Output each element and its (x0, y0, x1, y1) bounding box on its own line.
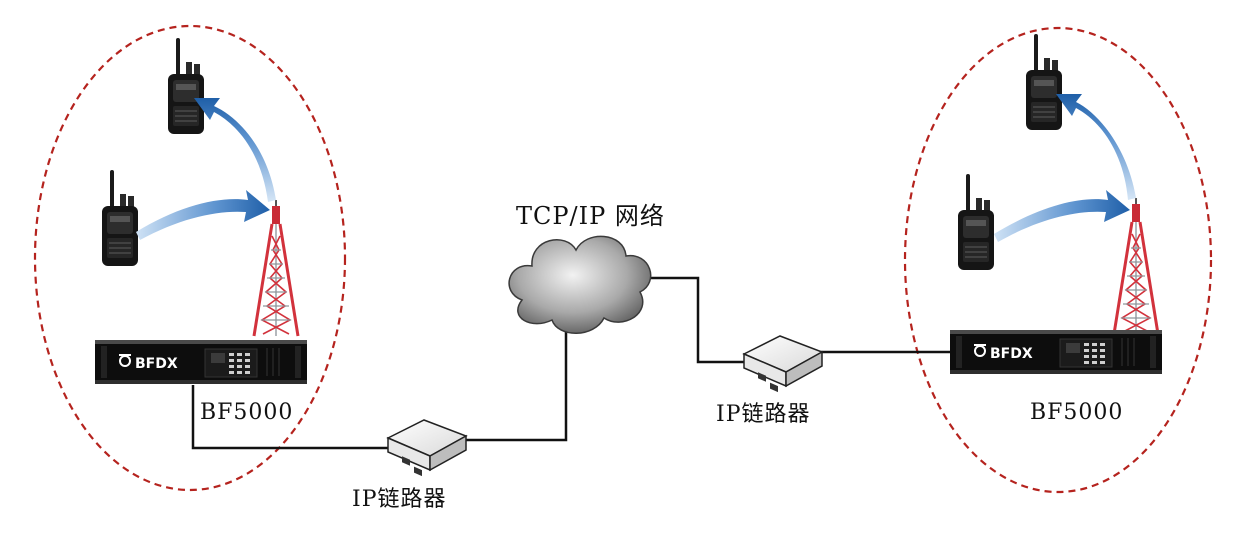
uplink-arrow-icon (136, 190, 270, 240)
cable-left-repeater-to-router (191, 385, 392, 450)
ip-link-router-icon (743, 335, 823, 393)
network-cables (191, 276, 952, 450)
handheld-radio-icon (1024, 34, 1064, 132)
tcp-ip-network: TCP/IP 网络 (508, 202, 665, 334)
network-label: TCP/IP 网络 (516, 202, 665, 230)
radio-tower-icon (252, 198, 300, 338)
downlink-arrow-icon (1056, 94, 1136, 200)
right-site: BFDX BF5000 IP链路器 (716, 34, 1163, 427)
router-label: IP链路器 (716, 402, 811, 427)
cable-left-router-to-cloud (462, 330, 568, 442)
repeater-model-label: BF5000 (1030, 400, 1123, 425)
site-boundary-left (33, 24, 347, 492)
cloud-icon (508, 235, 652, 334)
repeater-model-label: BF5000 (200, 400, 293, 425)
router-label: IP链路器 (352, 487, 447, 512)
repeater-device (94, 339, 308, 385)
uplink-arrow-icon (994, 190, 1130, 242)
cable-cloud-to-right-router (640, 276, 748, 364)
handheld-radio-icon (100, 170, 140, 268)
repeater-device (949, 329, 1163, 375)
downlink-arrow-icon (194, 98, 276, 202)
ip-link-router-icon (387, 419, 467, 477)
handheld-radio-icon (166, 38, 206, 136)
repeater-brand: BFDX (990, 346, 1033, 362)
site-boundary-right (903, 26, 1213, 494)
handheld-radio-icon (956, 174, 996, 272)
left-site: BFDX BF5000 IP链路器 (94, 38, 467, 512)
radio-tower-icon (1112, 196, 1160, 336)
repeater-brand: BFDX (135, 356, 178, 372)
